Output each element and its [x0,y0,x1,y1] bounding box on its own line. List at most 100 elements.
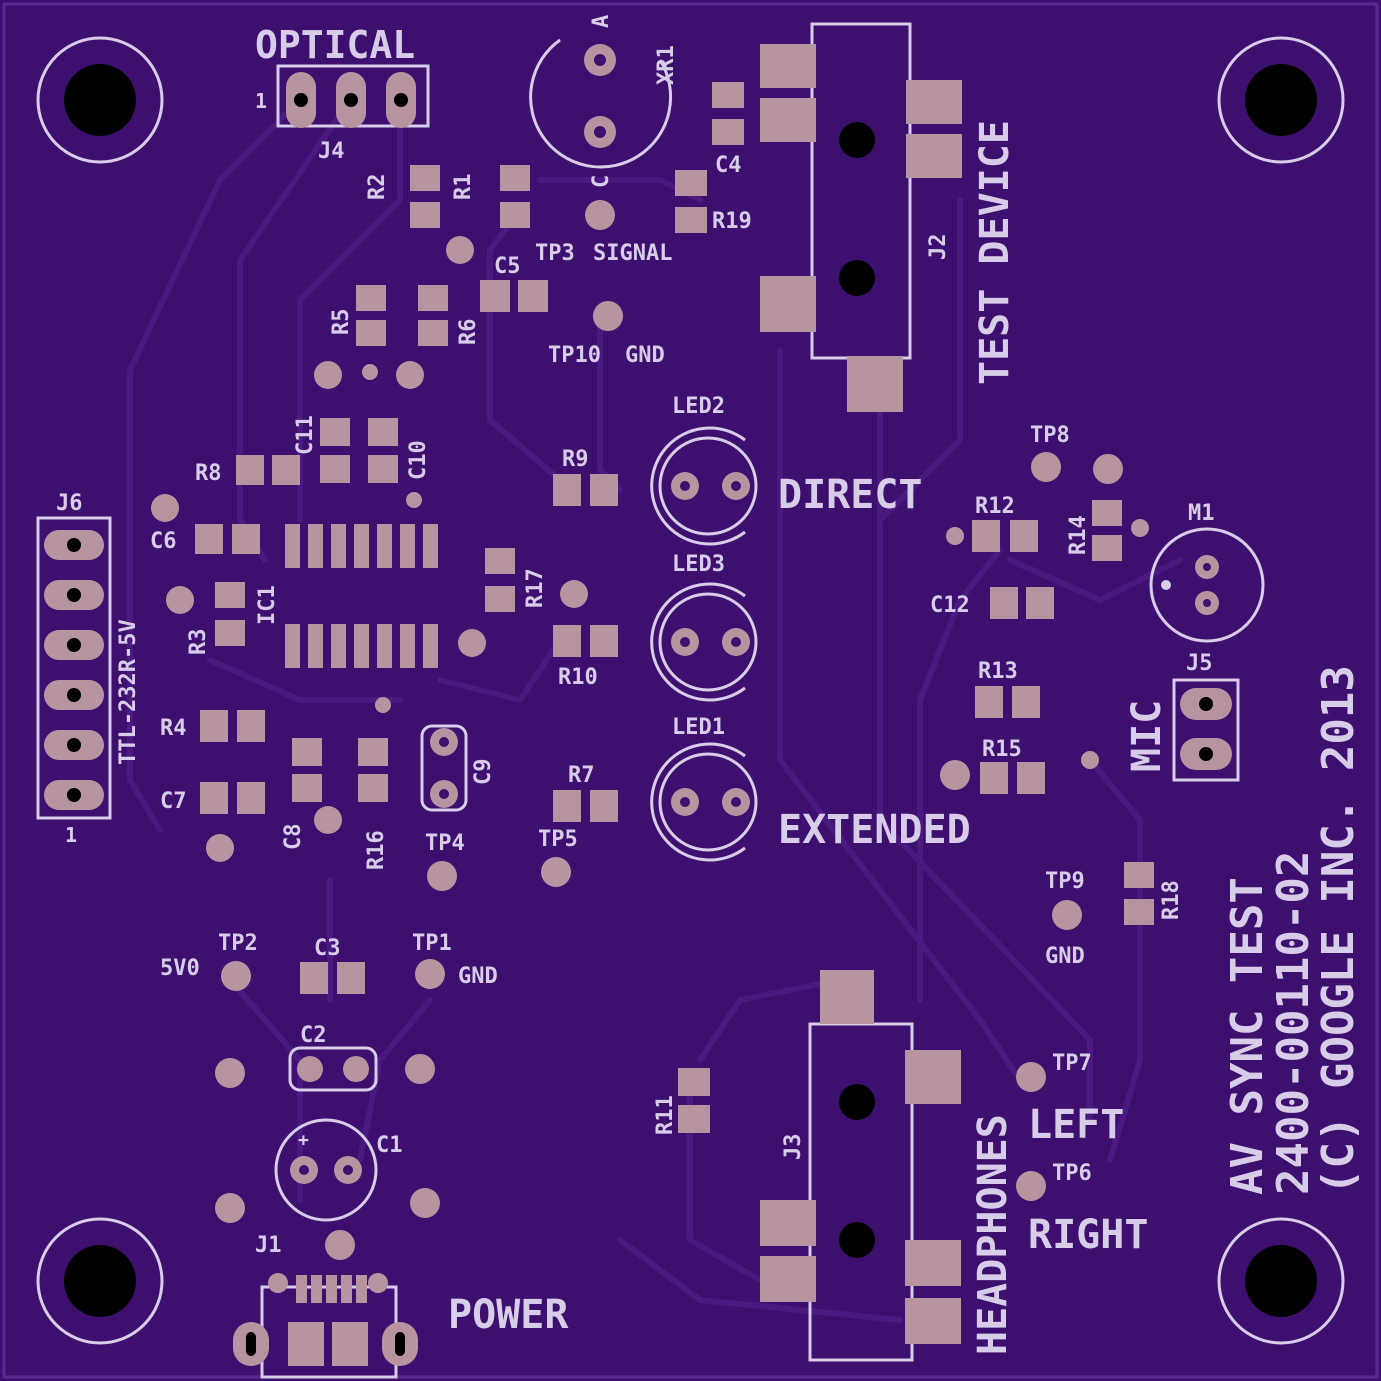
board-title-line-2: 2400-00110-02 [1268,851,1319,1195]
via-5 [406,492,422,508]
resistor-r4-pad-b [237,710,265,742]
resistor-r11-pad-a [678,1068,710,1096]
cap-c10-pad-a [368,418,398,446]
resistor-r17-pad-b [485,586,515,612]
refdes-r12: R12 [975,494,1015,519]
resistor-r14-pad-a [1092,500,1122,526]
refdes-c10: C10 [406,440,431,480]
microphone-m1 [1149,527,1265,643]
via-1 [446,236,474,264]
via-10 [206,834,234,862]
resistor-r11-pad-b [678,1105,710,1133]
refdes-tp10: TP10 [548,343,601,368]
label-gnd-tp10: GND [625,343,665,368]
via-9 [560,580,588,608]
refdes-j4: J4 [318,139,345,164]
cap-c8-pad-b [292,774,322,802]
label-pin1-j6: 1 [65,823,77,847]
resistor-r6-pad-a [418,285,448,311]
connector-j1-usb [233,1273,418,1379]
cap-c10-pad-b [368,455,398,483]
refdes-c7: C7 [160,789,187,814]
refdes-c9: C9 [471,759,496,786]
cap-c7-pad-a [200,782,228,814]
refdes-c12: C12 [930,593,970,618]
cap-c2 [288,1046,378,1092]
cap-c4-pad-b [712,119,744,145]
resistor-r15-pad-b [1017,762,1045,794]
via-12 [375,697,391,713]
label-pin1-j4: 1 [255,89,267,113]
refdes-c3: C3 [314,936,341,961]
resistor-r16-pad-a [358,738,388,766]
label-ttl-cable: TTL-232R-5V [116,619,141,765]
refdes-r8: R8 [195,461,222,486]
testpoint-tp3 [585,200,615,230]
mounting-hole-tr [1217,36,1345,164]
via-2 [314,361,342,389]
resistor-r8-pad-b [272,455,300,485]
refdes-c6: C6 [150,529,177,554]
cap-c5-pad-b [518,280,548,312]
resistor-r7-pad-b [590,790,618,822]
via-4 [396,361,424,389]
label-anode: A [589,15,614,28]
resistor-r9-pad-a [553,474,581,506]
cap-c5-pad-a [480,280,510,312]
resistor-r1-pad-a [500,165,530,191]
label-gnd-tp1: GND [458,964,498,989]
refdes-xr1: XR1 [654,45,679,85]
connector-j6 [36,516,112,820]
board-title-line-1: AV SYNC TEST [1222,877,1273,1195]
via-20 [946,527,964,545]
resistor-r19-pad-b [675,207,707,233]
via-22 [1081,751,1099,769]
label-extended: EXTENDED [778,807,971,853]
resistor-r4-pad-a [200,710,228,742]
label-test-device: TEST DEVICE [972,120,1018,385]
cap-c4-pad-a [712,82,744,108]
refdes-tp7: TP7 [1052,1051,1092,1076]
label-headphones: HEADPHONES [970,1114,1016,1355]
label-gnd-tp9: GND [1045,944,1085,969]
cap-c1 [274,1118,378,1222]
refdes-r19: R19 [712,209,752,234]
resistor-r14-pad-b [1092,535,1122,561]
resistor-r3-pad-b [215,620,245,646]
cap-c12-pad-a [990,587,1018,619]
testpoint-tp6 [1016,1171,1046,1201]
label-direct: DIRECT [778,472,923,518]
refdes-r2: R2 [365,174,390,201]
label-right: RIGHT [1028,1212,1148,1258]
cap-c6-pad-b [232,524,260,554]
ic-ic1 [285,524,438,668]
refdes-j3: J3 [781,1134,806,1161]
cap-c8-pad-a [292,738,322,766]
refdes-tp1: TP1 [412,931,452,956]
refdes-r5: R5 [329,309,354,336]
resistor-r6-pad-b [418,320,448,346]
led-led2 [650,426,758,546]
resistor-r18-pad-b [1124,899,1154,925]
resistor-r12-pad-b [1010,520,1038,552]
cap-c11-pad-b [320,455,350,483]
refdes-r13: R13 [978,659,1018,684]
testpoint-tp1 [415,959,445,989]
refdes-tp3: TP3 [535,241,575,266]
testpoint-tp10 [593,301,623,331]
refdes-r1: R1 [451,174,476,201]
refdes-c11: C11 [293,415,318,455]
via-11 [314,806,342,834]
connector-j4 [276,64,430,128]
refdes-c4: C4 [715,153,742,178]
resistor-r19-pad-a [675,170,707,196]
label-signal: SIGNAL [593,241,672,266]
refdes-r17: R17 [523,568,548,608]
resistor-r18-pad-a [1124,862,1154,888]
label-cathode: C [589,175,614,188]
refdes-r9: R9 [562,447,589,472]
via-18 [1093,454,1123,484]
testpoint-tp4 [427,861,457,891]
label-mic: MIC [1124,700,1170,772]
